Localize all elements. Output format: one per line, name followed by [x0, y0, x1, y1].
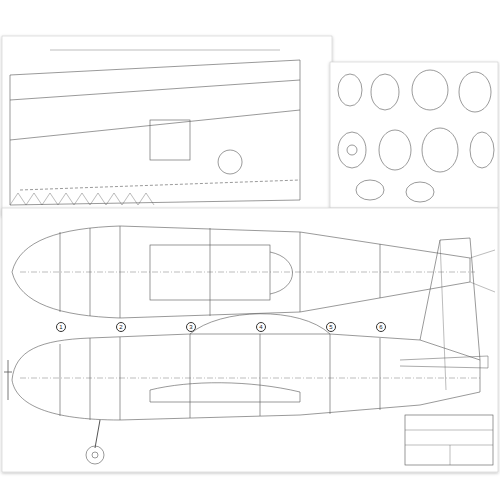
wing-plan — [10, 50, 300, 205]
vertical-fin — [420, 238, 480, 360]
callout-number: 2 — [116, 322, 126, 332]
callout-number: 5 — [326, 322, 336, 332]
callout-number: 3 — [186, 322, 196, 332]
main-wheel — [86, 446, 104, 464]
fuselage-top-view — [12, 226, 495, 318]
callout-number: 1 — [56, 322, 66, 332]
callout-number: 4 — [256, 322, 266, 332]
callout-number: 6 — [376, 322, 386, 332]
title-block — [405, 415, 493, 465]
former-parts — [338, 70, 494, 202]
